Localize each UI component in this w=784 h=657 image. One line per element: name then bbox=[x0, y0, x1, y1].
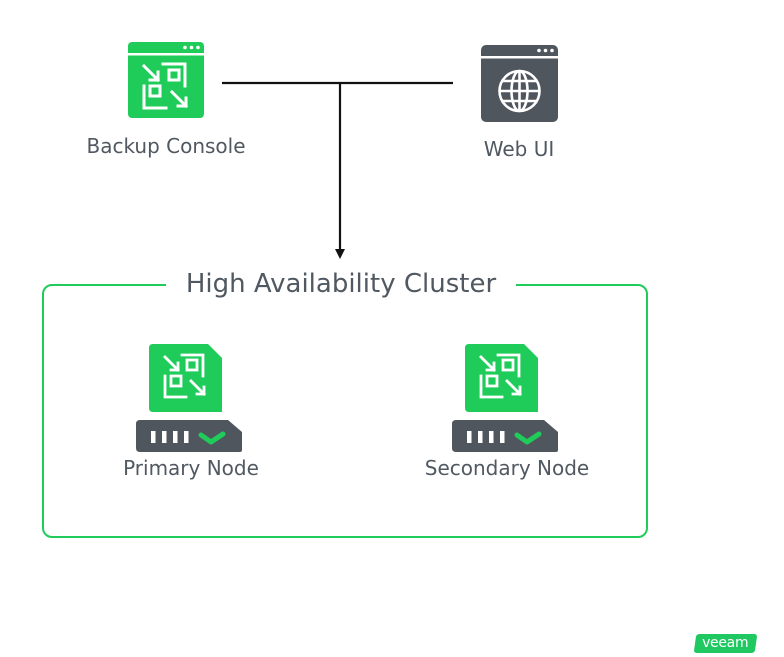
veeam-logo: veeam bbox=[693, 634, 758, 653]
veeam-server-icon bbox=[452, 344, 558, 452]
backup-console-node[interactable] bbox=[128, 42, 204, 118]
web-ui-label: Web UI bbox=[483, 137, 555, 161]
globe-window-icon bbox=[481, 45, 558, 122]
secondary-node[interactable] bbox=[452, 344, 560, 454]
arrowhead-icon bbox=[335, 249, 345, 259]
cluster-title: High Availability Cluster bbox=[166, 266, 516, 302]
veeam-logo-text: veeam bbox=[702, 635, 749, 651]
primary-node[interactable] bbox=[136, 344, 244, 454]
secondary-node-label: Secondary Node bbox=[424, 456, 590, 480]
checkmark-icon bbox=[198, 431, 226, 445]
web-ui-node[interactable] bbox=[481, 45, 558, 122]
veeam-server-icon bbox=[136, 344, 242, 452]
veeam-console-window-icon bbox=[128, 42, 204, 118]
server-base bbox=[136, 420, 242, 452]
checkmark-icon bbox=[514, 431, 542, 445]
backup-console-label: Backup Console bbox=[86, 134, 246, 158]
primary-node-label: Primary Node bbox=[123, 456, 259, 480]
server-base bbox=[452, 420, 558, 452]
